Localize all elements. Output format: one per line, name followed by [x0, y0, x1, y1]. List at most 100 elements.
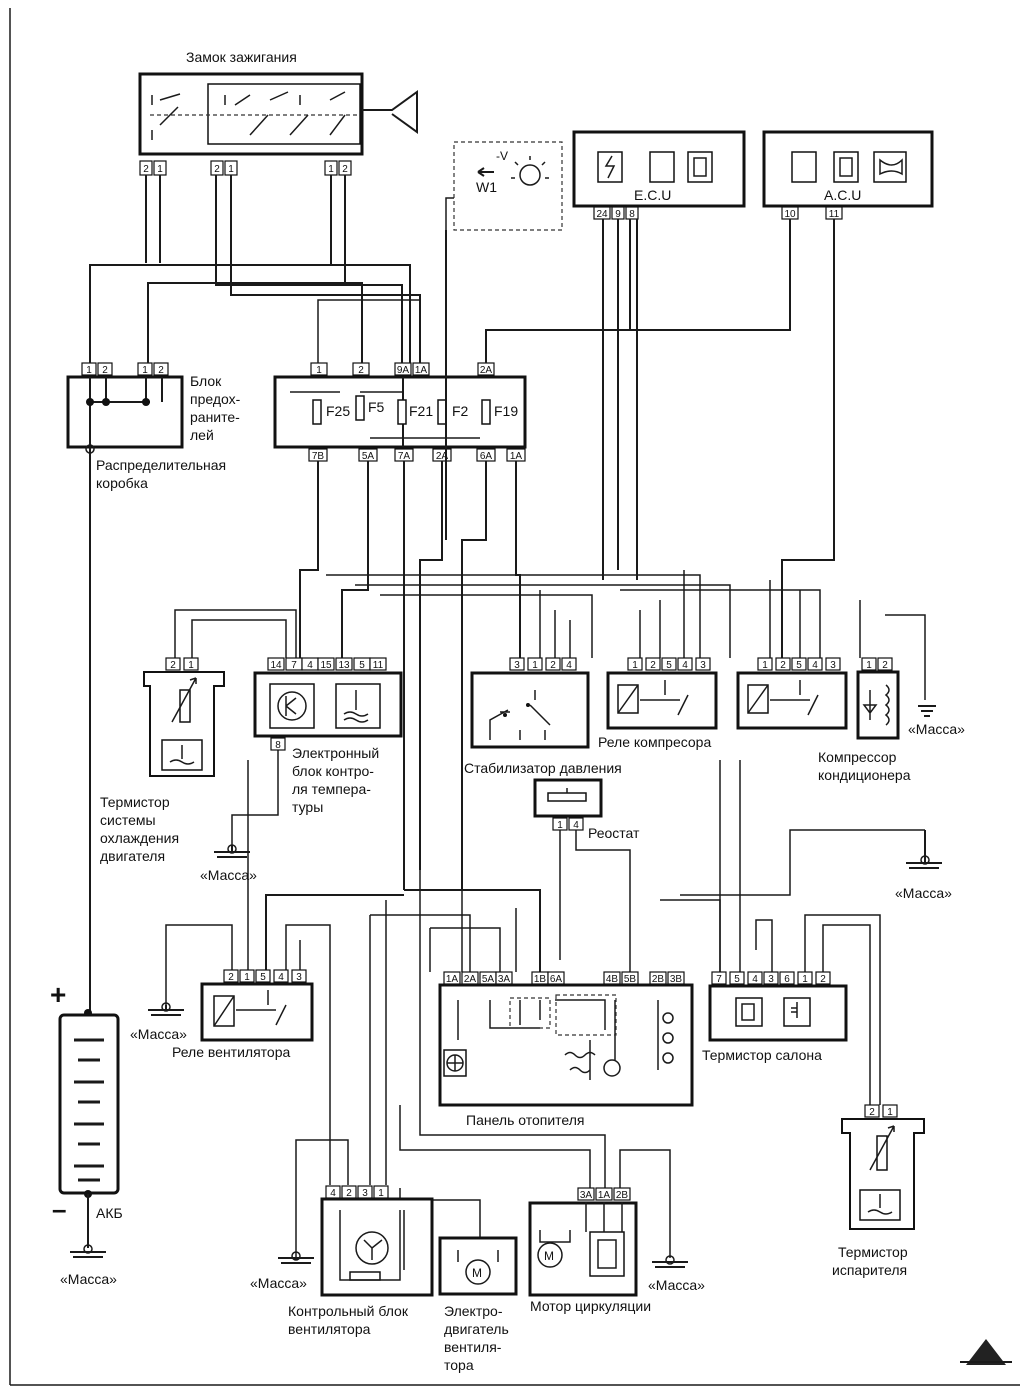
svg-text:1: 1: [557, 820, 563, 831]
etcu-pin-label: 5: [359, 660, 365, 671]
svg-text:лей: лей: [190, 427, 214, 443]
ground-symbols: «Масса» «Масса»: [200, 830, 952, 901]
etcu-pin-label: 7: [291, 660, 297, 671]
svg-text:охлаждения: охлаждения: [100, 830, 179, 846]
svg-text:двигателя: двигателя: [100, 848, 165, 864]
etcu-pin-box: [267, 657, 285, 671]
crelay2-pin-box: [825, 657, 841, 671]
svg-text:Компрессор: Компрессор: [818, 749, 897, 765]
svg-text:–: –: [52, 1194, 66, 1224]
heater-pin-label: 1A: [446, 974, 459, 985]
crelay2-pin-box: [775, 657, 791, 671]
heater-pin-label: 5B: [624, 974, 637, 985]
frelay-pin-label: 4: [278, 972, 284, 983]
svg-text:ля темпера-: ля темпера-: [292, 781, 371, 797]
svg-text:Стабилизатор давления: Стабилизатор давления: [464, 760, 622, 776]
crelay2-pin-box: [791, 657, 807, 671]
cabin-pin-label: 1: [802, 974, 808, 985]
publisher-logo: [960, 1339, 1012, 1365]
svg-text:«Масса»: «Масса»: [130, 1026, 187, 1042]
svg-text:M: M: [544, 1249, 554, 1263]
svg-text:8: 8: [629, 209, 635, 220]
svg-text:предох-: предох-: [190, 391, 241, 407]
heater-pin-label: 3B: [670, 974, 683, 985]
ignition-switch: Замок зажигания 2 1 2 1 1 2: [138, 49, 418, 176]
stab-pin-box: [561, 657, 577, 671]
svg-text:8: 8: [275, 740, 281, 751]
svg-text:1: 1: [188, 660, 194, 671]
ignition-label: Замок зажигания: [186, 49, 297, 65]
evaporator-thermistor: 2 1 Термистор испарителя: [832, 1104, 925, 1278]
crelay-pin-box: [627, 657, 643, 671]
svg-text:M: M: [472, 1266, 482, 1280]
circulation-motor: 3A 1A 2B M «Масса» Мотор циркуляции: [528, 1187, 705, 1314]
svg-text:кондиционера: кондиционера: [818, 767, 911, 783]
svg-text:1A: 1A: [510, 451, 523, 462]
distribution-box: 1 2 1 2 Блок предох- раните- лей Распред…: [66, 362, 241, 491]
svg-text:Блок: Блок: [190, 373, 222, 389]
cabin-pin-box: [797, 971, 813, 985]
svg-text:«Масса»: «Масса»: [648, 1277, 705, 1293]
svg-text:10: 10: [784, 209, 796, 220]
crelay-pin-box: [661, 657, 677, 671]
fanctrl-pin-label: 3: [362, 1188, 368, 1199]
crelay2-pin-label: 2: [780, 660, 786, 671]
svg-text:4: 4: [573, 820, 579, 831]
frelay-pin-box: [255, 969, 271, 983]
svg-text:Термистор: Термистор: [838, 1244, 908, 1260]
cabin-pin-box: [747, 971, 763, 985]
etcu-pin-label: 14: [270, 660, 282, 671]
svg-text:1: 1: [328, 164, 334, 175]
svg-text:1: 1: [316, 365, 322, 376]
svg-text:24: 24: [596, 209, 608, 220]
crelay-pin-box: [695, 657, 711, 671]
svg-text:F5: F5: [368, 399, 385, 415]
svg-text:туры: туры: [292, 799, 323, 815]
crelay2-pin-box: [807, 657, 823, 671]
ecu-unit: E.C.U 24 9 8: [572, 130, 746, 220]
wires-mid: [174, 461, 926, 890]
svg-text:1: 1: [887, 1107, 893, 1118]
svg-text:Распределительная: Распределительная: [96, 457, 226, 473]
frelay-pin-box: [223, 969, 239, 983]
etcu-pin-label: 11: [373, 660, 384, 671]
svg-text:2: 2: [170, 660, 176, 671]
crelay-pin-box: [677, 657, 693, 671]
heater-pin-label: 5A: [482, 974, 495, 985]
cabin-pin-label: 4: [752, 974, 758, 985]
ac-compressor: 1 2 «Масса» Компрессор кондиционера: [818, 657, 965, 783]
svg-text:«Масса»: «Масса»: [895, 885, 952, 901]
svg-text:1: 1: [142, 365, 148, 376]
svg-text:1: 1: [86, 365, 92, 376]
svg-text:+: +: [50, 979, 66, 1010]
svg-text:Термистор: Термистор: [100, 794, 170, 810]
cabin-pin-box: [729, 971, 745, 985]
battery: + – АКБ «Масса»: [50, 444, 123, 1287]
cabin-pin-label: 3: [768, 974, 774, 985]
svg-text:F19: F19: [494, 403, 518, 419]
crelay2-pin-label: 5: [796, 660, 802, 671]
svg-text:испарителя: испарителя: [832, 1262, 907, 1278]
crelay-pin-box: [645, 657, 661, 671]
stab-pin-box: [509, 657, 525, 671]
fanctrl-pin-label: 1: [378, 1188, 384, 1199]
crelay2-pin-label: 1: [762, 660, 768, 671]
cabin-pin-box: [815, 971, 831, 985]
svg-text:2: 2: [342, 164, 348, 175]
etcu-pin-label: 15: [320, 660, 332, 671]
svg-text:F25: F25: [326, 403, 350, 419]
svg-text:2: 2: [214, 164, 220, 175]
svg-text:1: 1: [157, 164, 163, 175]
frelay-pin-label: 3: [296, 972, 302, 983]
svg-text:2B: 2B: [616, 1190, 629, 1201]
svg-text:Электронный: Электронный: [292, 745, 379, 761]
frelay-pin-label: 5: [260, 972, 266, 983]
rheostat: 1 4 Реостат: [533, 778, 640, 972]
crelay-pin-label: 2: [650, 660, 656, 671]
svg-text:Контрольный блок: Контрольный блок: [288, 1303, 409, 1319]
